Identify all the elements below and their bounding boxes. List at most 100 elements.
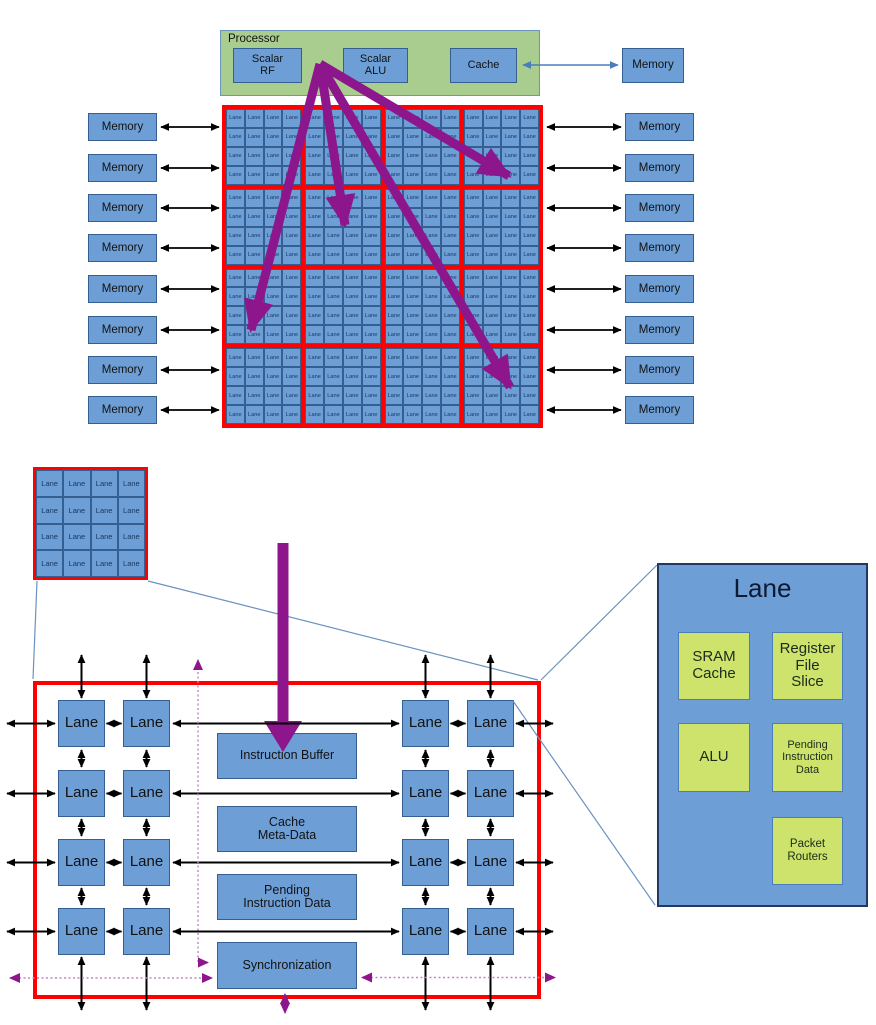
cluster-lane-box: Lane	[123, 770, 170, 817]
lane-cell: Lane	[384, 287, 404, 307]
cluster-lane-box: Lane	[123, 908, 170, 955]
lane-cell: Lane	[282, 325, 302, 345]
lane-cell-small: Lane	[117, 523, 145, 551]
lane-cell: Lane	[463, 287, 483, 307]
lane-cell: Lane	[305, 127, 325, 147]
lane-cell: Lane	[324, 268, 343, 288]
lane-cell: Lane	[520, 268, 539, 288]
lane-cell: Lane	[463, 405, 483, 424]
cluster-lane-box: Lane	[467, 770, 514, 817]
lane-cell: Lane	[324, 386, 343, 406]
lane-cell: Lane	[263, 127, 283, 147]
lane-cell: Lane	[463, 188, 483, 208]
lane-cell: Lane	[482, 325, 502, 345]
lane-cell: Lane	[520, 146, 539, 166]
lane-cell: Lane	[263, 188, 283, 208]
lane-cell-small: Lane	[90, 550, 118, 577]
lane-cell: Lane	[440, 325, 460, 345]
register-file-slice-box: Register File Slice	[772, 632, 843, 700]
lane-cell: Lane	[422, 306, 441, 326]
lane-cell: Lane	[342, 367, 362, 387]
memory-box: Memory	[88, 316, 157, 344]
lane-cell: Lane	[282, 207, 302, 227]
lane-cell: Lane	[440, 165, 460, 185]
lane-cell: Lane	[324, 226, 343, 246]
lane-cell: Lane	[226, 165, 245, 185]
lane-cell: Lane	[482, 146, 502, 166]
lane-cell: Lane	[440, 146, 460, 166]
lane-cell: Lane	[403, 405, 423, 424]
lane-cell: Lane	[342, 207, 362, 227]
lane-cell: Lane	[226, 306, 245, 326]
lane-cell: Lane	[403, 325, 423, 345]
lane-cell: Lane	[422, 367, 441, 387]
cache-box: Cache	[450, 48, 517, 83]
lane-cell-small: Lane	[117, 470, 145, 497]
lane-cell: Lane	[342, 306, 362, 326]
lane-cell: Lane	[440, 109, 460, 128]
lane-cell: Lane	[384, 226, 404, 246]
cluster-lane-box: Lane	[58, 700, 105, 747]
cluster-lane-box: Lane	[58, 770, 105, 817]
lane-cell: Lane	[361, 348, 381, 368]
lane-cell: Lane	[440, 287, 460, 307]
lane-cell: Lane	[520, 207, 539, 227]
lane-cell: Lane	[361, 207, 381, 227]
lane-cell: Lane	[403, 188, 423, 208]
lane-cell: Lane	[263, 245, 283, 265]
lane-cell: Lane	[482, 306, 502, 326]
lane-cell: Lane	[501, 405, 521, 424]
lane-cell-small: Lane	[117, 496, 145, 524]
lane-cell: Lane	[463, 226, 483, 246]
lane-cell: Lane	[403, 367, 423, 387]
processor-label: Processor	[228, 33, 280, 45]
lane-cell: Lane	[342, 146, 362, 166]
lane-cell: Lane	[422, 109, 441, 128]
lane-cell: Lane	[282, 226, 302, 246]
cache-meta-data-box: Cache Meta-Data	[217, 806, 357, 852]
lane-cell: Lane	[305, 146, 325, 166]
lane-cell: Lane	[520, 188, 539, 208]
lane-cell: Lane	[342, 188, 362, 208]
memory-box: Memory	[88, 194, 157, 222]
lane-cell: Lane	[501, 287, 521, 307]
memory-box: Memory	[625, 275, 694, 303]
cluster-lane-box: Lane	[467, 700, 514, 747]
lane-cell: Lane	[403, 386, 423, 406]
cluster-lane-box: Lane	[402, 839, 449, 886]
lane-cell: Lane	[482, 188, 502, 208]
lane-cell: Lane	[305, 165, 325, 185]
lane-cell: Lane	[384, 386, 404, 406]
lane-cell: Lane	[324, 348, 343, 368]
lane-cell: Lane	[403, 306, 423, 326]
lane-cell: Lane	[422, 226, 441, 246]
scalar-alu-box: Scalar ALU	[343, 48, 408, 83]
lane-cell: Lane	[226, 245, 245, 265]
cluster-lane-box: Lane	[123, 839, 170, 886]
lane-cell: Lane	[482, 405, 502, 424]
lane-cell: Lane	[226, 188, 245, 208]
lane-cell: Lane	[501, 386, 521, 406]
lane-cell: Lane	[463, 325, 483, 345]
lane-cell: Lane	[282, 367, 302, 387]
lane-cell: Lane	[501, 268, 521, 288]
lane-cell: Lane	[440, 367, 460, 387]
lane-cell: Lane	[324, 325, 343, 345]
lane-cell: Lane	[263, 348, 283, 368]
lane-cell: Lane	[324, 188, 343, 208]
cluster-lane-box: Lane	[58, 839, 105, 886]
lane-cell: Lane	[342, 226, 362, 246]
lane-cell: Lane	[305, 287, 325, 307]
lane-cell: Lane	[324, 165, 343, 185]
lane-cell-small: Lane	[90, 496, 118, 524]
lane-cell: Lane	[282, 268, 302, 288]
lane-cell: Lane	[305, 367, 325, 387]
lane-cell: Lane	[482, 127, 502, 147]
lane-cell: Lane	[244, 207, 264, 227]
